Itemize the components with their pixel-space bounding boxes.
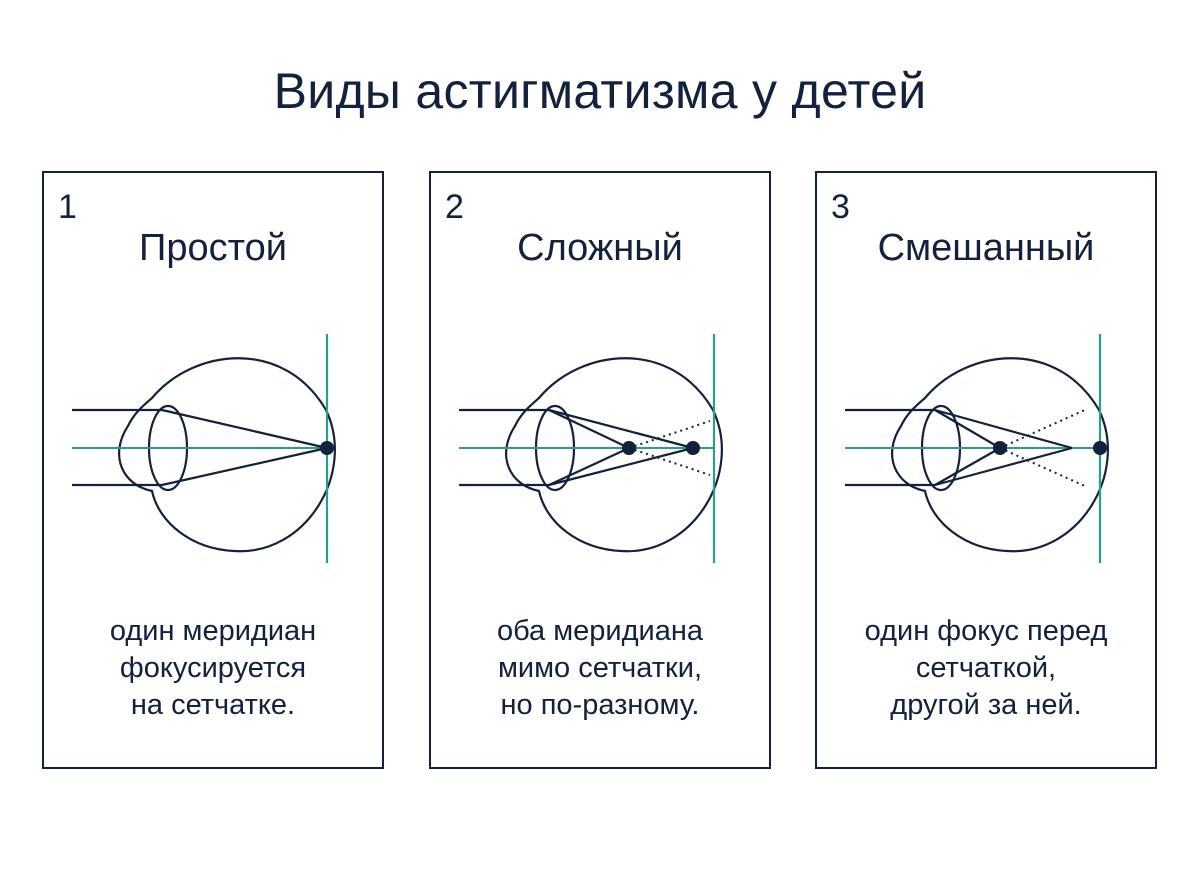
panel-caption: один фокус перед сетчаткой, другой за не… [817, 613, 1155, 724]
caption-line: но по-разному. [500, 689, 700, 721]
focus-point-on-retina [1093, 441, 1107, 455]
focus-point-on-retina [320, 441, 334, 455]
panel-title: Сложный [517, 227, 683, 269]
focus-point-before-retina [993, 441, 1007, 455]
eyeball-outline [118, 357, 336, 553]
eyeball-outline [505, 357, 723, 553]
panel-number: 3 [831, 188, 850, 226]
caption-line: сетчаткой, [915, 652, 1057, 684]
focus-point-near-retina [686, 441, 700, 455]
eye-diagram [459, 334, 723, 563]
converging-ray-bottom-2 [548, 446, 694, 487]
converging-ray-bottom [161, 446, 328, 487]
converging-ray-top [548, 409, 630, 449]
dotted-ray-top [999, 408, 1088, 449]
caption-line: другой за ней. [890, 689, 1082, 721]
caption-line: мимо сетчатки, [497, 652, 703, 684]
page-title: Виды астигматизма у детей [273, 63, 927, 119]
panel-mixed: 3 Смешанный один фокус перед сетчаткой, … [815, 171, 1157, 769]
caption-line: фокусируется [119, 652, 307, 684]
converging-ray-bottom [934, 447, 1001, 486]
converging-ray-top-2 [548, 408, 694, 450]
panel-caption: один меридиан фокусируется на сетчатке. [44, 613, 382, 724]
focus-point-before-retina [622, 441, 636, 455]
dotted-ray-bottom [999, 447, 1088, 488]
converging-ray-top [161, 408, 328, 450]
panel-title: Смешанный [877, 227, 1095, 269]
caption-line: на сетчатке. [130, 689, 296, 721]
panel-complex: 2 Сложный оба меридиана мимо сетчатки, н… [429, 171, 771, 769]
caption-line: оба меридиана [496, 615, 704, 647]
dotted-ray-bottom [628, 447, 711, 476]
converging-ray-top [934, 409, 1001, 449]
eyeball-outline [891, 357, 1109, 553]
panel-simple: 1 Простой один меридиан фокусируется на … [42, 171, 384, 769]
panel-title: Простой [139, 227, 287, 269]
caption-line: один меридиан [109, 615, 317, 647]
eye-diagram [72, 334, 336, 563]
panel-number: 1 [58, 188, 77, 226]
dotted-ray-top [628, 420, 711, 449]
eye-diagram [845, 334, 1109, 563]
converging-ray-top-2 [934, 408, 1073, 450]
panel-number: 2 [445, 188, 464, 226]
converging-ray-bottom [548, 447, 630, 486]
converging-ray-bottom-2 [934, 446, 1073, 487]
panel-caption: оба меридиана мимо сетчатки, но по-разно… [431, 613, 769, 724]
caption-line: один фокус перед [864, 615, 1108, 647]
